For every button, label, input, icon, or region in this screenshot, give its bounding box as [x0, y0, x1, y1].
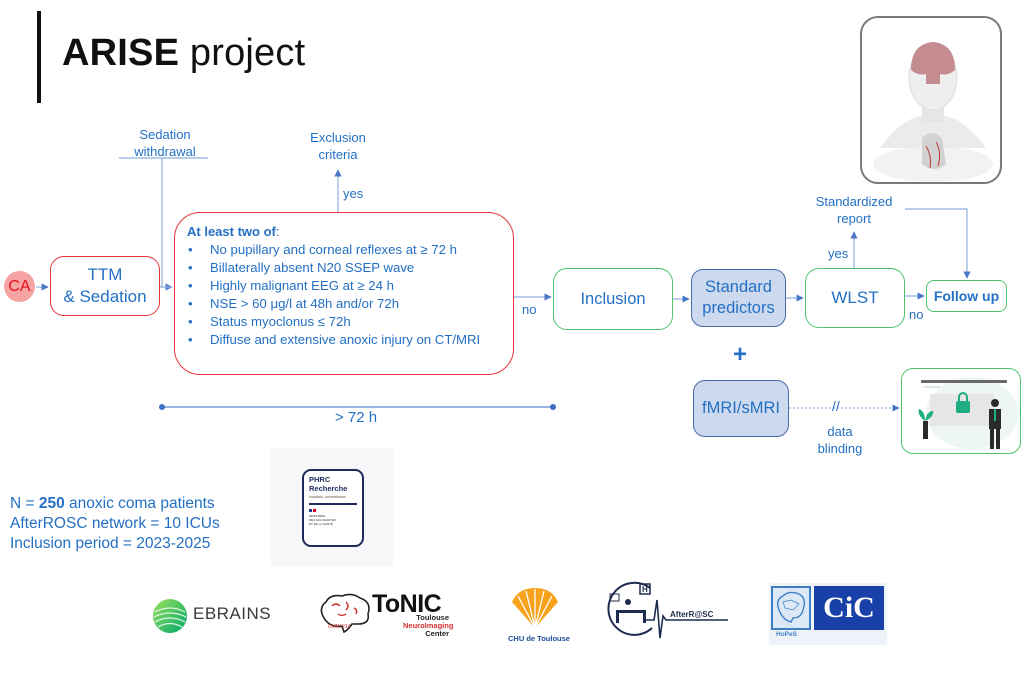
- node-text: TTM: [87, 265, 123, 284]
- node-cardiac-arrest: CA: [4, 271, 35, 302]
- arrow-report-followup: [905, 208, 971, 279]
- hopes-logo-text: HoPeS: [776, 631, 797, 638]
- study-stats: N = 250 anoxic coma patients AfterROSC n…: [10, 494, 220, 554]
- tonic-umr-text: UMR1214: [328, 624, 351, 630]
- chu-shell-logo-icon: [512, 588, 558, 629]
- page-title: ARISE project: [62, 32, 305, 75]
- data-blinding-label: data blinding: [815, 423, 865, 457]
- hopes-cic-logo: CiC: [769, 583, 887, 645]
- phrc-ministry-line: MINISTÈRE: [309, 513, 326, 518]
- tonic-brain-logo-icon: UMR1214: [320, 593, 370, 634]
- ebrains-logo-text: EBRAINS: [193, 604, 272, 623]
- label-line: Exclusion: [310, 130, 366, 145]
- label-line: Sedation: [139, 127, 191, 142]
- tonic-sub-line: NeuroImaging: [403, 621, 454, 630]
- no-followup-label: no: [909, 307, 924, 322]
- title-rest: project: [179, 32, 306, 74]
- node-standard-predictors: Standard predictors: [691, 269, 786, 327]
- phrc-ministry-line: DES SOLIDARITÉS: [309, 517, 336, 522]
- criteria-heading: At least two of:: [187, 224, 513, 239]
- yes-exclusion-label: yes: [343, 186, 364, 201]
- ebrains-logo-icon: [153, 599, 187, 633]
- node-fmri-smri: fMRI/sMRI: [693, 380, 789, 437]
- criteria-item: Billaterally absent N20 SSEP wave: [187, 259, 513, 277]
- label-line: Standardized: [815, 194, 893, 209]
- criteria-item: NSE > 60 μg/l at 48h and/or 72h: [187, 295, 513, 313]
- plus-icon: +: [732, 341, 747, 368]
- locked-screen-illustration-icon: [918, 377, 1018, 449]
- tonic-sub-line: Center: [425, 629, 449, 638]
- stat-text: N =: [10, 495, 39, 512]
- data-blinding-illustration-card: [901, 368, 1021, 454]
- yes-wlst-label: yes: [828, 246, 849, 261]
- title-bold: ARISE: [62, 32, 180, 74]
- node-inclusion: Inclusion: [553, 268, 673, 330]
- brain-heart-illustration-icon: [873, 42, 993, 182]
- stat-network: AfterROSC network = 10 ICUs: [10, 515, 220, 532]
- afterrosc-logo-text: AfterR@SC: [670, 610, 714, 619]
- blinding-marker: //: [832, 398, 840, 414]
- label-line: blinding: [817, 441, 863, 456]
- cic-logo-text: CiC: [814, 586, 884, 630]
- sedation-withdrawal-label: Sedation withdrawal: [125, 126, 205, 160]
- node-wlst: WLST: [805, 268, 905, 328]
- node-text: & Sedation: [63, 287, 147, 306]
- criteria-item: Highly malignant EEG at ≥ 24 h: [187, 277, 513, 295]
- criteria-list: No pupillary and corneal reflexes at ≥ 7…: [187, 241, 513, 349]
- timeline-end-dot: [550, 404, 556, 410]
- phrc-ministry-line: ET DE LA SANTÉ: [309, 521, 333, 526]
- tonic-sub-line: Toulouse: [416, 613, 449, 622]
- timeline-start-dot: [159, 404, 165, 410]
- criteria-heading-text: At least two of: [187, 224, 276, 239]
- title-accent-bar: [37, 11, 41, 103]
- afterrosc-logo-icon: H: [607, 581, 728, 639]
- node-ttm-sedation: TTM & Sedation: [50, 256, 160, 316]
- criteria-item: Diffuse and extensive anoxic injury on C…: [187, 331, 513, 349]
- label-line: report: [837, 211, 871, 226]
- svg-text:H: H: [642, 585, 648, 594]
- node-text: Standard: [705, 278, 772, 296]
- exclusion-criteria-label: Exclusion criteria: [298, 129, 378, 163]
- phrc-divider: [309, 503, 357, 505]
- label-line: criteria: [318, 147, 358, 162]
- phrc-title: PHRC: [309, 475, 331, 484]
- french-flag-icon: [309, 508, 357, 512]
- standardized-report-label: Standardized report: [806, 193, 902, 227]
- criteria-item: No pupillary and corneal reflexes at ≥ 7…: [187, 241, 513, 259]
- stat-text: anoxic coma patients: [64, 495, 215, 512]
- criteria-item: Status myoclonus ≤ 72h: [187, 313, 513, 331]
- criteria-heading-colon: :: [275, 224, 280, 239]
- hopes-brain-icon: [771, 586, 811, 630]
- tonic-logo-text: ToNIC: [372, 590, 442, 618]
- chu-logo-text: CHU de Toulouse: [508, 634, 570, 643]
- stat-patient-count: 250: [38, 495, 65, 512]
- label-line: withdrawal: [134, 144, 196, 159]
- arrow-sedation-criteria: [161, 158, 173, 291]
- node-text: predictors: [702, 299, 775, 317]
- phrc-tagline: hospitalo- universitaires: [309, 495, 346, 499]
- stat-period: Inclusion period = 2023-2025: [10, 535, 211, 552]
- node-exclusion-criteria-list: At least two of: No pupillary and cornea…: [174, 212, 514, 375]
- phrc-logo: PHRC Recherche hospitalo- universitaires…: [302, 469, 364, 547]
- duration-label: > 72 h: [335, 409, 378, 426]
- label-line: data: [827, 424, 853, 439]
- stat-patients: N = 250 anoxic coma patients: [10, 494, 220, 514]
- tonic-logo-subtitle: Toulouse NeuroImaging Center: [403, 613, 454, 638]
- no-inclusion-label: no: [522, 302, 537, 317]
- anatomy-illustration-card: [860, 16, 1002, 184]
- phrc-subtitle: Recherche: [309, 484, 348, 493]
- node-follow-up: Follow up: [926, 280, 1007, 312]
